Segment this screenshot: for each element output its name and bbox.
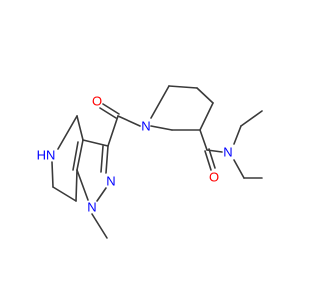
bond-23 [76, 169, 89, 201]
bond-16 [233, 159, 245, 179]
bond-13 [208, 148, 216, 169]
bond-15 [240, 110, 263, 127]
bond-2 [117, 115, 141, 127]
atom-o-ketone: O [92, 94, 102, 109]
atom-n-piperidine: N [141, 119, 150, 134]
bond-22 [72, 141, 79, 171]
bond-28 [52, 186, 77, 202]
bond-21 [76, 139, 84, 171]
atom-n-pyrazole-1: N [87, 200, 96, 215]
bond-27 [51, 161, 54, 188]
bond-20 [82, 139, 109, 147]
bond-3 [107, 115, 119, 147]
bond-19 [100, 145, 104, 173]
bond-10 [199, 129, 208, 151]
bond-9 [150, 125, 173, 131]
molecule-structure: O N N O HN N N [37, 85, 263, 239]
bond-6 [196, 87, 214, 104]
bond-25 [76, 115, 84, 141]
bond-7 [199, 102, 214, 131]
bond-4 [150, 85, 170, 119]
bond-12 [204, 150, 212, 171]
atom-o-amide: O [209, 170, 219, 185]
bond-26 [57, 115, 78, 150]
atom-n-pyrazole-2: N [106, 174, 115, 189]
bond-29 [75, 169, 78, 202]
bond-14 [233, 125, 242, 145]
bond-5 [168, 85, 198, 89]
bond-18 [105, 145, 109, 174]
bond-1 [102, 103, 120, 115]
bond-group [51, 85, 263, 239]
atom-nh-ring: HN [37, 148, 56, 163]
bond-0 [99, 107, 117, 119]
bond-24 [96, 187, 107, 202]
atom-n-amide: N [223, 145, 232, 160]
bond-30 [91, 213, 108, 239]
